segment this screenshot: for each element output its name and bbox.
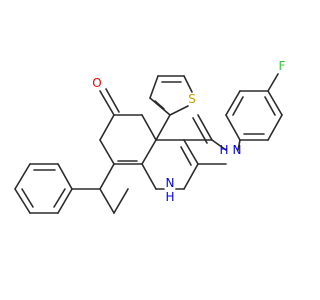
- bond: [180, 146, 192, 166]
- atom-nitrogen-amide: N: [233, 143, 242, 157]
- bond: [232, 96, 244, 116]
- bond: [105, 88, 120, 113]
- bond: [192, 117, 208, 144]
- bond: [57, 163, 73, 190]
- bond: [149, 75, 159, 99]
- molecule-diagram: O S F N H N H: [14, 59, 286, 214]
- atom-layer: O S F N H N H: [92, 59, 285, 204]
- bond: [197, 114, 213, 141]
- bond: [99, 139, 115, 165]
- bond: [113, 188, 129, 214]
- atom-hydrogen-amide: H: [219, 143, 228, 157]
- bond: [14, 188, 31, 214]
- bond: [141, 163, 157, 190]
- bond: [237, 139, 241, 151]
- atom-fluorine: F: [279, 59, 286, 73]
- bond: [99, 188, 115, 214]
- bond: [141, 114, 157, 141]
- bond: [225, 114, 241, 141]
- bond: [267, 114, 283, 141]
- atom-hydrogen-ring: H: [165, 190, 174, 204]
- bond: [154, 100, 165, 110]
- bond: [99, 163, 115, 190]
- bond: [225, 90, 241, 116]
- bond: [14, 163, 31, 190]
- bond: [155, 114, 171, 141]
- bond: [267, 90, 283, 116]
- bond: [53, 188, 66, 208]
- atom-sulfur: S: [188, 92, 196, 106]
- bond: [57, 188, 73, 214]
- bond: [183, 75, 193, 93]
- bond: [211, 139, 227, 151]
- bond: [267, 73, 279, 92]
- bond: [99, 90, 115, 116]
- bond: [183, 139, 199, 165]
- atom-oxygen: O: [92, 76, 101, 90]
- bond: [141, 139, 157, 165]
- bond: [183, 163, 199, 190]
- bond: [21, 188, 34, 208]
- bond-layer: [14, 73, 283, 214]
- atom-nitrogen-ring: N: [166, 176, 175, 190]
- bond: [99, 114, 115, 141]
- bond: [264, 96, 276, 116]
- bond: [169, 105, 189, 116]
- structure-svg: O S F N H N H: [14, 59, 286, 214]
